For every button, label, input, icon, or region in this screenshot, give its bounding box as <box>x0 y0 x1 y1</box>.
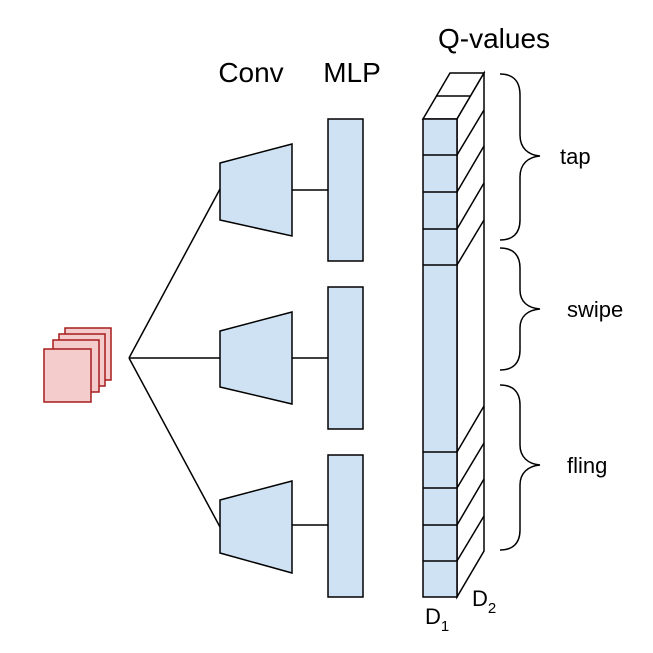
mlp-label: MLP <box>323 57 381 88</box>
side-rung <box>456 478 485 526</box>
side-rung <box>456 145 485 193</box>
mlp-block-bottom <box>327 454 364 598</box>
d1-label: D1 <box>425 604 449 635</box>
front-dividers <box>423 154 457 562</box>
side-rung <box>456 442 485 489</box>
side-rung <box>456 219 485 266</box>
conv-label: Conv <box>218 57 283 88</box>
conv-block-top <box>219 143 293 237</box>
d2-label: D2 <box>472 586 496 617</box>
d1-subscript: 1 <box>441 618 449 635</box>
mlp-block-top <box>327 118 364 262</box>
input-frames <box>43 327 112 403</box>
side-rung <box>456 405 485 453</box>
side-rungs-fling <box>456 405 485 562</box>
qvalues-column <box>421 70 486 600</box>
brace-tap <box>499 73 541 241</box>
d2-base: D <box>472 586 488 611</box>
conv-mlp-connectors <box>292 189 328 526</box>
mlp-block-middle <box>327 286 364 430</box>
qvalues-label: Q-values <box>438 23 550 54</box>
mlp-blocks <box>327 118 364 598</box>
d2-subscript: 2 <box>488 600 496 617</box>
side-rung <box>456 182 485 230</box>
branch-line-bottom <box>128 357 221 528</box>
swipe-label: swipe <box>567 297 623 322</box>
side-rungs-tap <box>456 109 485 266</box>
fling-label: fling <box>567 453 607 478</box>
side-rung <box>456 515 485 562</box>
conv-block-bottom <box>219 480 293 574</box>
tap-label: tap <box>560 144 591 169</box>
conv-block-middle <box>219 311 293 405</box>
branch-line-top <box>128 188 221 359</box>
brace-swipe <box>499 247 541 371</box>
side-rung <box>456 109 485 156</box>
input-frame-front <box>43 348 92 403</box>
brace-fling <box>499 384 541 551</box>
braces <box>499 73 541 551</box>
conv-blocks <box>219 143 293 574</box>
qvalues-front-face <box>422 118 458 598</box>
d1-base: D <box>425 604 441 629</box>
branch-lines <box>128 188 221 528</box>
